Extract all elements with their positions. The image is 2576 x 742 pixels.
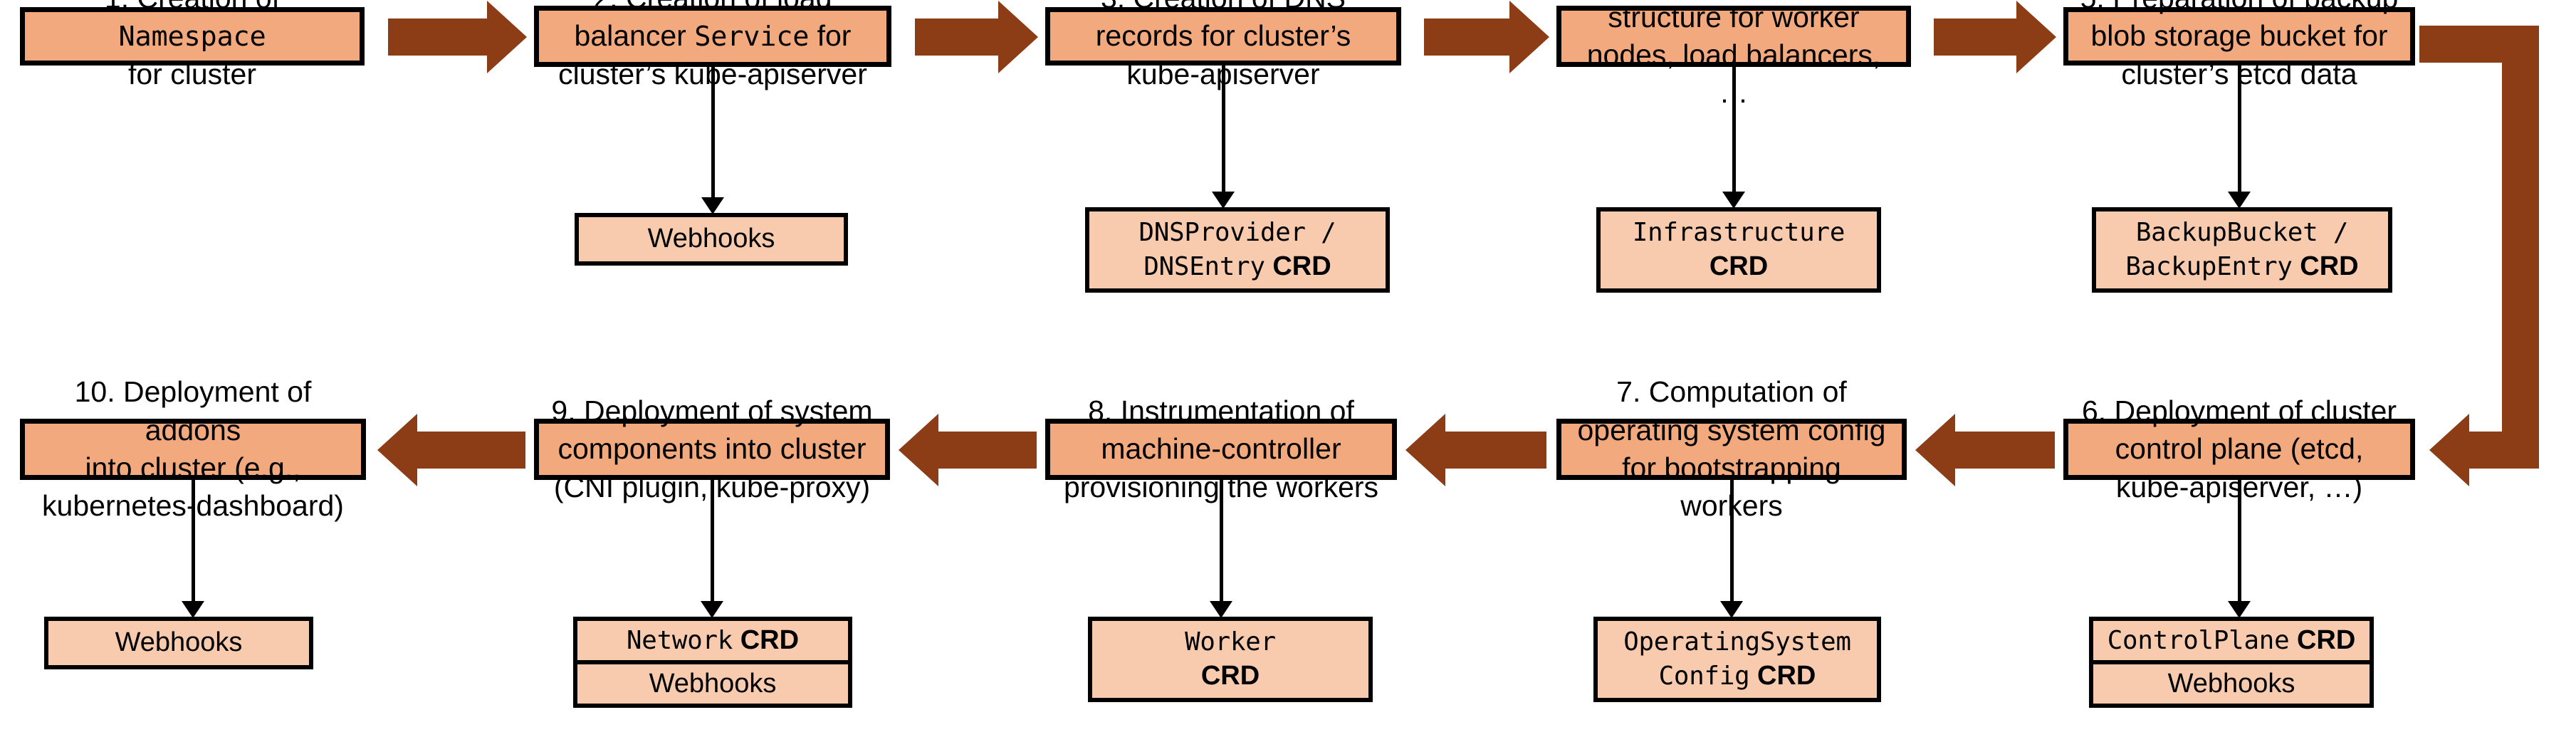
arrow-7-to-8-head [1405,414,1445,486]
arrow-9-to-10-shaft [417,432,525,469]
arrow-3-to-4-shaft [1424,19,1509,56]
artifact-box-step-2: Webhooks [575,213,848,266]
step-box-4: 4. Preparation of infra-structure for wo… [1556,1,1911,109]
arrow-1-to-2-head [487,1,527,73]
artifact-cell-6-2: Webhooks [2093,660,2370,704]
connector-arrowhead-step-5 [2228,192,2251,209]
connector-line-step-10 [192,480,195,602]
step-box-3: 3. Creation of DNSrecords for cluster’sk… [1045,0,1401,90]
connector-line-step-6 [2238,480,2241,602]
artifact-box-step-10: Webhooks [44,617,313,669]
connector-line-step-4 [1732,67,1736,193]
step-box-5: 5. Preparation of backupblob storage buc… [2063,0,2415,90]
connector-line-step-3 [1222,66,1225,193]
arrow-5-to-6-head [2429,414,2469,486]
connector-arrowhead-step-3 [1212,192,1235,209]
step-label-4: 4. Preparation of infra-structure for wo… [1586,0,1881,110]
connector-arrowhead-step-4 [1722,192,1745,209]
artifact-box-step-9: Network CRD Webhooks [573,617,852,708]
connector-line-step-5 [2238,66,2241,193]
arrow-2-to-3-head [998,1,1038,73]
connector-arrowhead-step-7 [1720,601,1743,618]
step-box-1: 1. Creation ofNamespacefor cluster [20,0,365,90]
arrow-4-to-5-head [2016,1,2056,73]
artifact-cell-10-1: Webhooks [115,627,243,658]
connector-line-step-2 [711,67,715,199]
connector-arrowhead-step-6 [2228,601,2251,618]
arrow-2-to-3-shaft [915,19,998,56]
connector-arrowhead-step-2 [701,197,724,214]
arrow-3-to-4-head [1509,1,1549,73]
artifact-cell-3-1: DNSProvider /DNSEntry CRD [1138,218,1336,281]
arrow-9-to-10-head [377,414,417,486]
artifact-box-step-3: DNSProvider /DNSEntry CRD [1085,207,1390,293]
artifact-cell-6-1: ControlPlane CRD [2107,625,2356,655]
connector-arrowhead-step-10 [182,601,204,618]
arrow-7-to-8-shaft [1445,432,1546,469]
arrow-8-to-9-head [899,414,938,486]
arrow-1-to-2-shaft [388,19,487,56]
artifact-box-step-6: ControlPlane CRD Webhooks [2089,617,2374,708]
connector-line-step-9 [711,480,714,602]
artifact-box-step-5: BackupBucket /BackupEntry CRD [2092,207,2392,293]
connector-arrowhead-step-9 [701,601,723,618]
connector-line-step-7 [1730,480,1734,602]
arrow-5-to-6-vertical-segment [2502,26,2539,469]
arrow-5-to-6-bottom-segment [2469,432,2539,469]
arrow-6-to-7-head [1915,414,1955,486]
arrow-6-to-7-shaft [1955,432,2055,469]
step-label-1: 1. Creation ofNamespacefor cluster [105,0,280,90]
artifact-cell-9-2: Webhooks [577,660,848,704]
artifact-cell-5-1: BackupBucket /BackupEntry CRD [2125,218,2359,281]
arrow-8-to-9-shaft [938,432,1037,469]
artifact-cell-2-1: Webhooks [647,224,775,254]
connector-arrowhead-step-8 [1210,601,1232,618]
connector-line-step-8 [1220,480,1223,602]
arrow-4-to-5-shaft [1934,19,2016,56]
artifact-cell-9-1: Network CRD [626,625,800,655]
